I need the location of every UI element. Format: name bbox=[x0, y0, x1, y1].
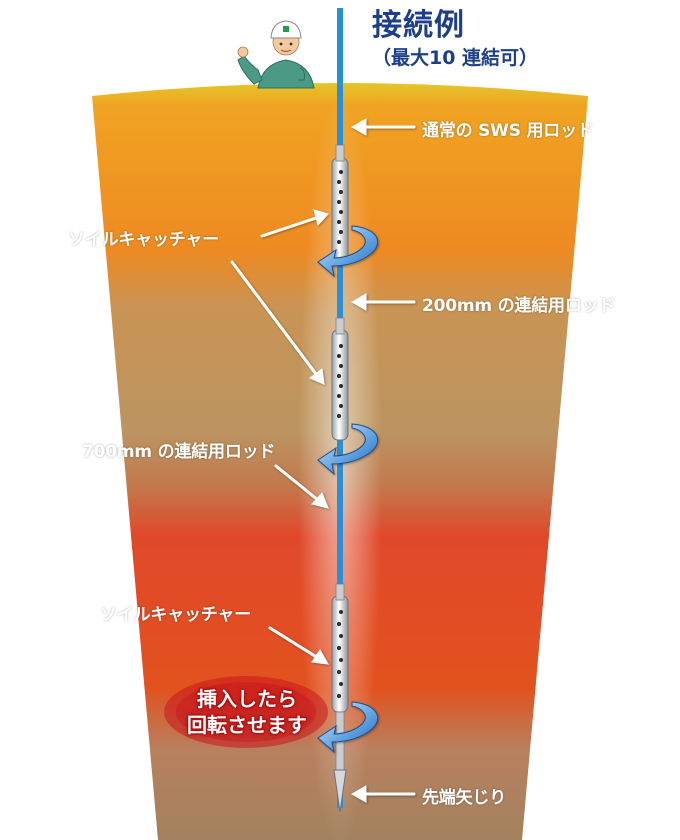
badge-burst bbox=[164, 676, 328, 748]
rotation-arrow-icon bbox=[317, 701, 379, 754]
pointer-arrow-icon bbox=[350, 118, 416, 136]
pointer-arrow-icon bbox=[350, 785, 416, 803]
label-soil-catcher-1: ソイルキャッチャー bbox=[68, 230, 220, 250]
pointer-arrow-icon bbox=[350, 293, 416, 311]
worker-figure bbox=[237, 20, 315, 89]
soil-catcher-3 bbox=[331, 583, 349, 713]
label-rod-700: 700mm の連結用ロッド bbox=[82, 442, 276, 462]
pointer-arrow-icon bbox=[260, 209, 329, 238]
label-tip: 先端矢じり bbox=[422, 788, 506, 808]
pointer-arrow-icon bbox=[230, 260, 325, 385]
page-subtitle: （最大10 連結可） bbox=[372, 47, 539, 69]
page-title: 接続例 bbox=[372, 8, 465, 43]
pointer-arrow-icon bbox=[274, 464, 329, 509]
rotation-arrow-icon bbox=[317, 423, 379, 476]
rotation-arrow-icon bbox=[317, 225, 379, 278]
label-soil-catcher-2: ソイルキャッチャー bbox=[100, 605, 252, 625]
badge-line-1: 挿入したら bbox=[197, 687, 297, 711]
soil-catcher-2 bbox=[331, 317, 349, 441]
badge-line-2: 回転させます bbox=[187, 713, 307, 737]
label-normal-rod: 通常の SWS 用ロッド bbox=[422, 121, 594, 141]
label-rod-200: 200mm の連結用ロッド bbox=[422, 296, 616, 316]
instruction-badge: 挿入したら 回転させます bbox=[172, 686, 322, 738]
soil-catcher-1 bbox=[331, 144, 349, 263]
pointer-arrow-icon bbox=[268, 626, 329, 665]
